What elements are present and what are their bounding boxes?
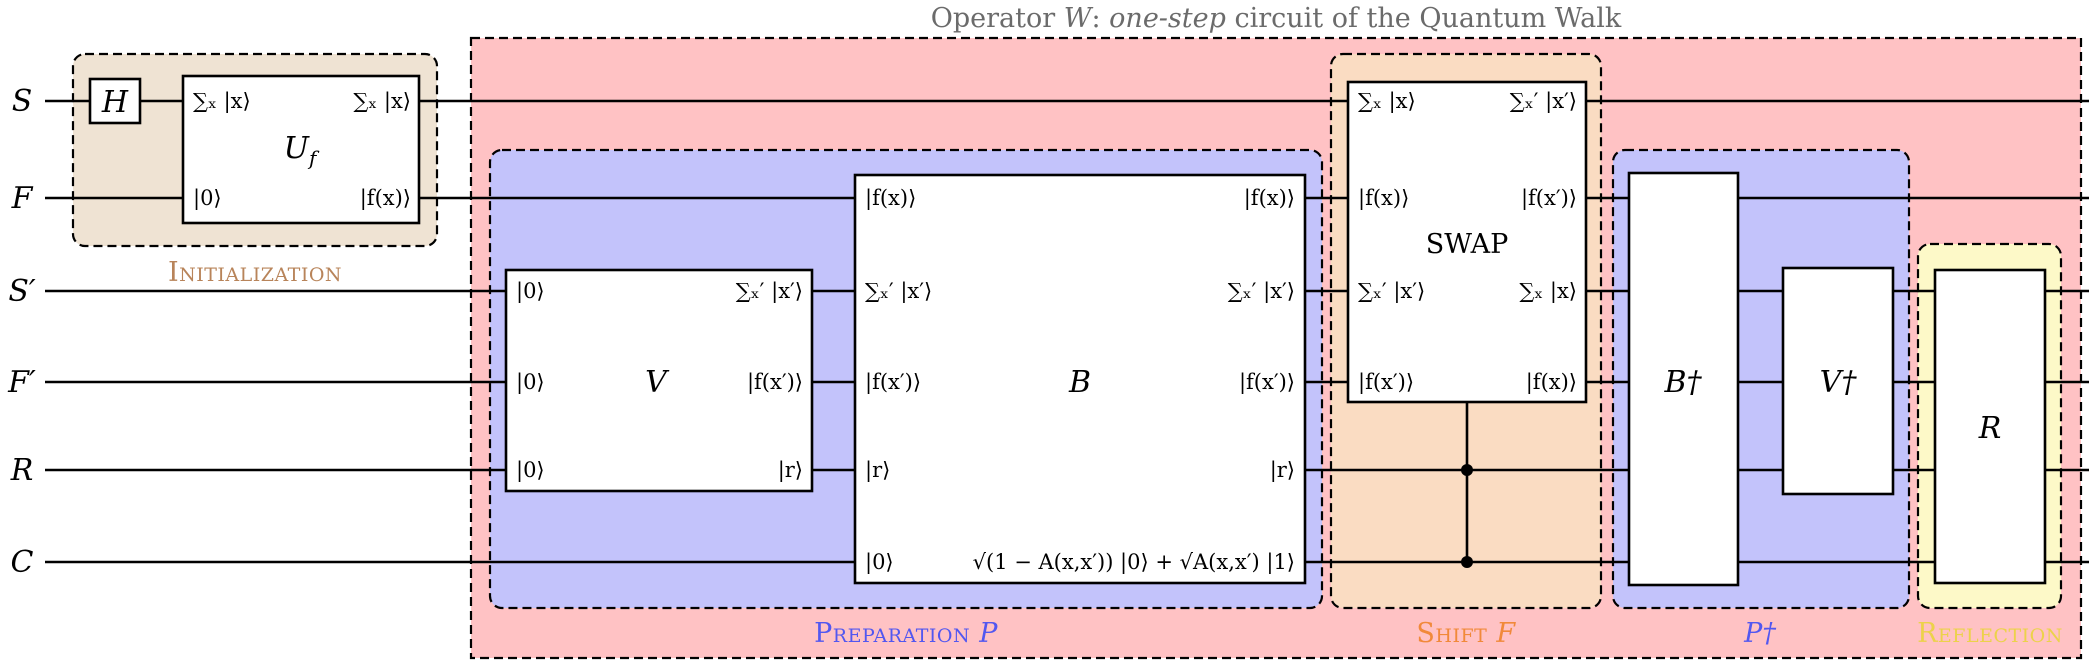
title-colon: :	[1091, 3, 1109, 34]
swap-in-1: ∑ₓ |x⟩	[1358, 89, 1416, 114]
control-dot-r	[1461, 464, 1473, 476]
title-emphasis: one-step	[1109, 3, 1226, 34]
title-operator: W	[1064, 3, 1094, 34]
v-out-2: |f(x′)⟩	[747, 370, 803, 395]
wire-label-s: S	[12, 84, 33, 119]
swap-in-2: |f(x)⟩	[1358, 186, 1409, 211]
operator-title: Operator W: one-step circuit of the Quan…	[931, 3, 1622, 34]
v-in-1: |0⟩	[516, 279, 545, 304]
b-in-4: |r⟩	[865, 458, 890, 483]
swap-out-3: ∑ₓ |x⟩	[1519, 279, 1577, 304]
preparation-title: Preparation P	[814, 618, 998, 649]
b-gate	[853, 173, 1307, 585]
reflection-title: Reflection	[1917, 618, 2063, 649]
v-label: V	[645, 365, 670, 400]
v-dagger-gate	[1781, 266, 1895, 496]
swap-label: SWAP	[1426, 229, 1509, 260]
b-out-2: ∑ₓ′ |x′⟩	[1228, 279, 1295, 304]
b-label: B	[1068, 365, 1091, 400]
wire-label-s-prime: S′	[8, 274, 36, 309]
wire-label-f-prime: F′	[7, 365, 36, 400]
v-out-3: |r⟩	[778, 458, 803, 483]
uf-in-f: |0⟩	[193, 186, 222, 211]
shift-title: Shift F	[1416, 618, 1516, 649]
title-rest: circuit of the Quantum Walk	[1226, 3, 1622, 34]
b-dagger-label: B†	[1663, 365, 1702, 400]
hadamard-gate	[88, 77, 142, 125]
hadamard-label: H	[101, 85, 129, 120]
pdagger-title: P†	[1743, 618, 1776, 649]
swap-in-4: |f(x′)⟩	[1358, 370, 1414, 395]
control-dot-c	[1461, 556, 1473, 568]
swap-out-1: ∑ₓ′ |x′⟩	[1510, 89, 1577, 114]
title-prefix: Operator	[931, 3, 1064, 34]
initialization-title: Initialization	[168, 257, 342, 288]
v-in-2: |0⟩	[516, 370, 545, 395]
swap-in-3: ∑ₓ′ |x′⟩	[1358, 279, 1425, 304]
wire-labels: S F S′ F′ R C	[7, 84, 36, 580]
wire-label-f: F	[11, 181, 34, 216]
v-out-1: ∑ₓ′ |x′⟩	[736, 279, 803, 304]
uf-in-s: ∑ₓ |x⟩	[193, 89, 251, 114]
b-in-3: |f(x′)⟩	[865, 370, 921, 395]
swap-gate	[1346, 80, 1588, 404]
uf-out-f: |f(x)⟩	[360, 186, 411, 211]
reflection-gate	[1933, 268, 2047, 585]
swap-out-2: |f(x′)⟩	[1521, 186, 1577, 211]
b-in-2: ∑ₓ′ |x′⟩	[865, 279, 932, 304]
b-in-5: |0⟩	[865, 550, 894, 575]
swap-out-4: |f(x)⟩	[1526, 370, 1577, 395]
b-out-1: |f(x)⟩	[1244, 186, 1295, 211]
reflection-gate-label: R	[1978, 411, 2002, 446]
b-dagger-gate	[1627, 171, 1740, 587]
wire-label-r: R	[10, 453, 34, 488]
shift-title-symbol: F	[1495, 618, 1516, 649]
b-out-4: |r⟩	[1270, 458, 1295, 483]
v-in-3: |0⟩	[516, 458, 545, 483]
uf-gate	[181, 74, 421, 225]
b-out-3: |f(x′)⟩	[1239, 370, 1295, 395]
wire-label-c: C	[11, 545, 34, 580]
b-in-1: |f(x)⟩	[865, 186, 916, 211]
uf-name: U	[284, 131, 311, 166]
uf-out-s: ∑ₓ |x⟩	[353, 89, 411, 114]
v-dagger-label: V†	[1820, 365, 1858, 400]
preparation-title-symbol: P	[978, 618, 998, 649]
preparation-title-text: Preparation	[814, 618, 979, 649]
b-out-5: √(1 − A(x,x′)) |0⟩ + √A(x,x′) |1⟩	[973, 550, 1295, 575]
v-gate	[504, 268, 814, 493]
shift-title-text: Shift	[1416, 618, 1496, 649]
